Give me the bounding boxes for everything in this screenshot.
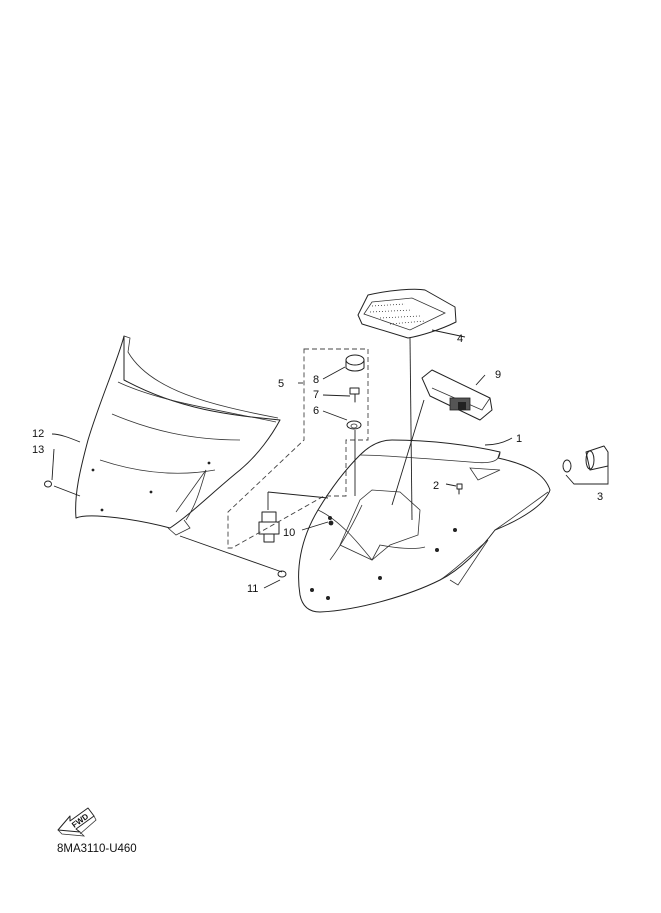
leader-lines (51, 329, 609, 589)
screw-2[interactable] (456, 483, 463, 495)
callout-10: 10 (283, 527, 295, 539)
grommet-8[interactable] (345, 354, 365, 372)
callout-13: 13 (32, 444, 44, 456)
callout-2: 2 (433, 480, 439, 492)
callout-9: 9 (495, 369, 501, 381)
nut-11[interactable] (277, 570, 287, 578)
bolt-set-3[interactable] (562, 445, 609, 473)
front-cowling[interactable] (298, 439, 551, 613)
bracket[interactable] (421, 369, 493, 421)
diagram-code: 8MA3110-U460 (57, 843, 137, 855)
windshield[interactable] (75, 335, 281, 536)
callout-11: 11 (247, 583, 258, 595)
callout-4: 4 (457, 333, 463, 345)
callout-1: 1 (516, 433, 522, 445)
callout-7: 7 (313, 389, 319, 401)
callout-12: 12 (32, 428, 44, 440)
callout-6: 6 (313, 405, 319, 417)
callout-8: 8 (313, 374, 319, 386)
fwd-arrow-icon: FWD (57, 807, 97, 837)
collar-6[interactable] (346, 420, 362, 430)
screw-7[interactable] (349, 387, 360, 403)
callout-5: 5 (278, 378, 284, 390)
group-box-5 (227, 348, 369, 549)
bolt-10[interactable] (258, 511, 334, 543)
callout-3: 3 (597, 491, 603, 503)
nut-13[interactable] (44, 480, 52, 488)
inner-panel[interactable] (357, 288, 457, 339)
